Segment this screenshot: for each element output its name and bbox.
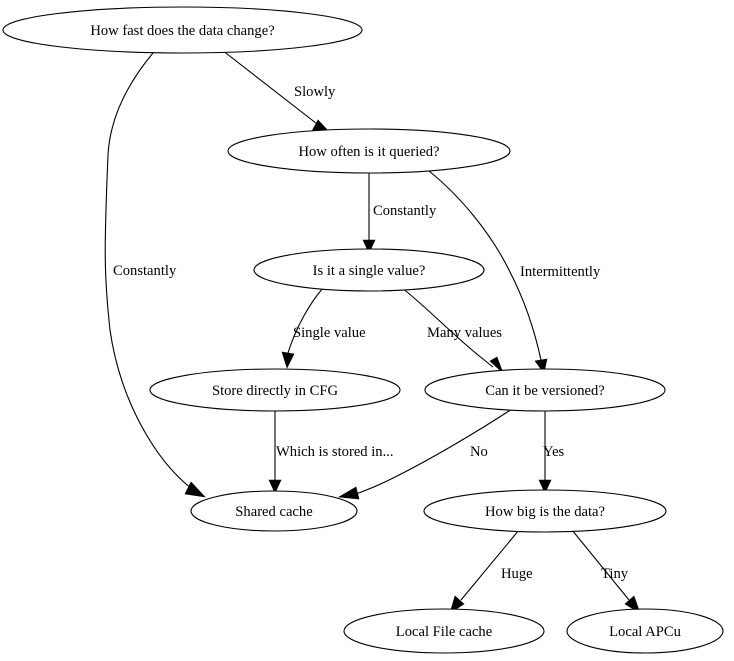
- node-how-often-is-it-queried[interactable]: How often is it queried?: [227, 128, 511, 174]
- node-text: Shared cache: [235, 504, 312, 520]
- edge-versioned-to-how-big: [538, 411, 552, 494]
- edge-label-constantly-queried: Constantly: [373, 203, 437, 219]
- edge-label-intermittently: Intermittently: [520, 264, 601, 280]
- edge-label-no: No: [470, 444, 488, 460]
- node-local-apcu[interactable]: Local APCu: [566, 608, 724, 654]
- edge-store-cfg-to-shared-cache: [268, 411, 282, 494]
- edge-label-layer: Constantly Slowly Constantly Intermitten…: [113, 84, 629, 582]
- edge-label-constantly-direct: Constantly: [113, 263, 177, 279]
- node-layer: How fast does the data change? How often…: [2, 6, 724, 654]
- node-shape[interactable]: [566, 608, 724, 654]
- node-text: How fast does the data change?: [90, 23, 274, 39]
- node-text: How big is the data?: [485, 504, 605, 520]
- node-shape[interactable]: [343, 608, 545, 654]
- node-text: Is it a single value?: [313, 263, 426, 279]
- edge-label-slowly: Slowly: [294, 84, 336, 100]
- edge-label-yes: Yes: [543, 444, 565, 460]
- node-local-file-cache[interactable]: Local File cache: [343, 608, 545, 654]
- node-shape[interactable]: [2, 6, 363, 54]
- node-text: Can it be versioned?: [485, 383, 605, 399]
- node-shared-cache[interactable]: Shared cache: [190, 490, 358, 532]
- node-text: Local APCu: [609, 624, 681, 640]
- edge-label-huge: Huge: [501, 566, 533, 582]
- node-how-big-is-the-data[interactable]: How big is the data?: [423, 489, 667, 533]
- edge-label-many-values: Many values: [427, 325, 502, 341]
- node-shape[interactable]: [424, 368, 666, 412]
- node-shape[interactable]: [423, 489, 667, 533]
- node-text: Store directly in CFG: [212, 383, 339, 399]
- node-can-it-be-versioned[interactable]: Can it be versioned?: [424, 368, 666, 412]
- node-shape[interactable]: [190, 490, 358, 532]
- node-shape[interactable]: [227, 128, 511, 174]
- node-is-it-a-single-value[interactable]: Is it a single value?: [253, 248, 485, 292]
- node-text: Local File cache: [396, 624, 492, 640]
- node-how-fast-does-the-data-change[interactable]: How fast does the data change?: [2, 6, 363, 54]
- node-text: How often is it queried?: [298, 144, 439, 160]
- edge-label-tiny: Tiny: [601, 566, 629, 582]
- edge-single-value-to-versioned: [401, 287, 504, 374]
- edge-versioned-to-shared-cache: [338, 408, 513, 500]
- node-shape[interactable]: [253, 248, 485, 292]
- edge-single-value-to-store-cfg: [281, 287, 324, 369]
- edge-label-single-value: Single value: [293, 325, 366, 341]
- edge-how-fast-to-shared-cache: [104, 52, 206, 498]
- edge-label-which-is-stored-in: Which is stored in...: [276, 444, 394, 460]
- edge-how-often-to-single-value: [362, 173, 376, 254]
- node-shape[interactable]: [149, 368, 401, 412]
- node-store-directly-in-cfg[interactable]: Store directly in CFG: [149, 368, 401, 412]
